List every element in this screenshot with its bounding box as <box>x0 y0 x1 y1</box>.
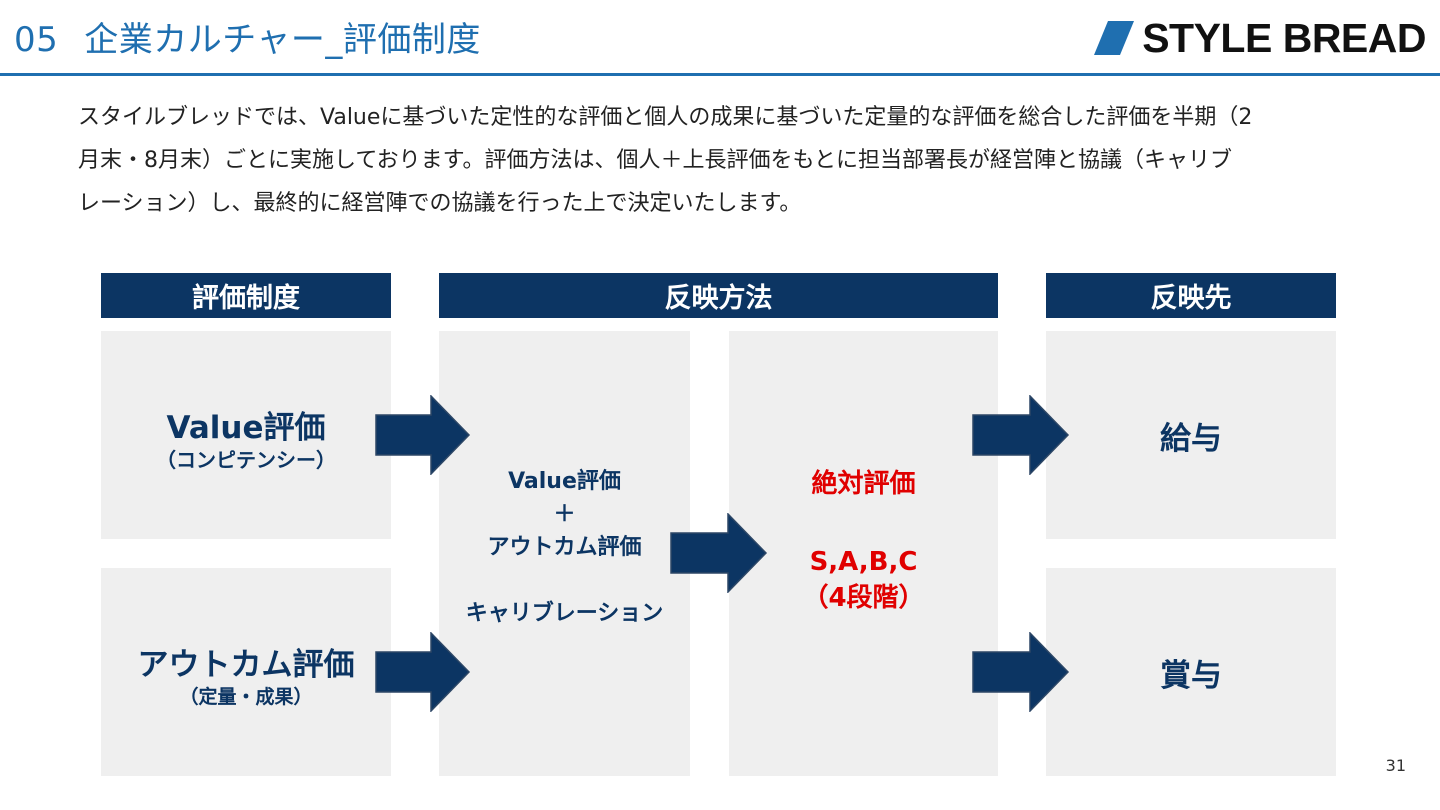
result-grades: S,A,B,C <box>809 546 918 577</box>
intro-line: スタイルブレッドでは、Valueに基づいた定性的な評価と個人の成果に基づいた定量… <box>78 105 1253 130</box>
method-box: Value評価 ＋ アウトカム評価 キャリブレーション <box>439 331 690 776</box>
result-levels: （4段階） <box>802 582 925 613</box>
intro-line: 月末・8月末）ごとに実施しております。評価方法は、個人＋上長評価をもとに担当部署… <box>78 148 1233 173</box>
header-reflection-target: 反映先 <box>1046 273 1336 318</box>
arrow-right-icon <box>375 395 471 475</box>
arrow-right-icon <box>972 632 1070 712</box>
title-text: 企業カルチャー_評価制度 <box>84 20 481 60</box>
header-divider <box>0 73 1440 76</box>
value-evaluation-title: Value評価 <box>166 410 326 446</box>
arrow-right-icon <box>670 513 768 593</box>
outcome-evaluation-subtitle: （定量・成果） <box>179 686 313 708</box>
bonus-box: 賞与 <box>1046 568 1336 776</box>
value-evaluation-subtitle: （コンピテンシー） <box>156 448 336 472</box>
header-evaluation-system: 評価制度 <box>101 273 391 318</box>
method-line-calibration: キャリブレーション <box>465 601 664 626</box>
intro-paragraph: スタイルブレッドでは、Valueに基づいた定性的な評価と個人の成果に基づいた定量… <box>78 96 1368 225</box>
arrow-right-icon <box>972 395 1070 475</box>
page-title: 05 企業カルチャー_評価制度 <box>14 12 481 61</box>
outcome-evaluation-box: アウトカム評価 （定量・成果） <box>101 568 391 776</box>
outcome-evaluation-title: アウトカム評価 <box>137 647 355 683</box>
page-number: 31 <box>1385 756 1406 775</box>
value-evaluation-box: Value評価 （コンピテンシー） <box>101 331 391 539</box>
intro-line: レーション）し、最終的に経営陣での協議を行った上で決定いたします。 <box>78 191 802 216</box>
method-line-plus: ＋ <box>553 502 576 527</box>
salary-label: 給与 <box>1160 420 1222 457</box>
bonus-label: 賞与 <box>1160 657 1222 694</box>
logo-text: STYLE BREAD <box>1142 14 1426 61</box>
result-title: 絶対評価 <box>811 468 916 499</box>
absolute-evaluation-box: 絶対評価 S,A,B,C （4段階） <box>729 331 998 776</box>
method-line-value: Value評価 <box>508 469 621 494</box>
section-number: 05 <box>14 20 59 60</box>
method-line-outcome: アウトカム評価 <box>487 535 642 560</box>
arrow-right-icon <box>375 632 471 712</box>
company-logo: STYLE BREAD <box>1094 14 1426 62</box>
salary-box: 給与 <box>1046 331 1336 539</box>
header-reflection-method: 反映方法 <box>439 273 998 318</box>
logo-slash-icon <box>1094 21 1135 55</box>
